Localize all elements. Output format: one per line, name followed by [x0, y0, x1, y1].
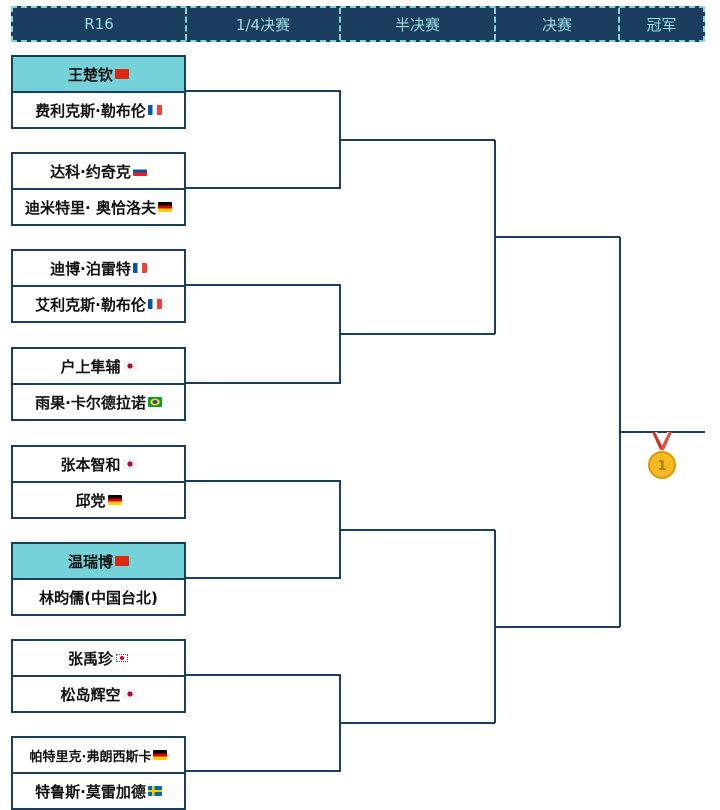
flag-jp-icon [122, 459, 137, 469]
match-4: 户上隼辅雨果·卡尔德拉诺 [11, 347, 186, 421]
header-semifinal: 半决赛 [341, 8, 496, 40]
player-row[interactable]: 松岛辉空 [13, 675, 184, 711]
flag-de-icon [107, 495, 122, 505]
player-name: 特鲁斯·莫雷加德 [35, 782, 146, 801]
flag-fr-icon [147, 299, 162, 309]
gold-medal-icon: 1 [646, 431, 678, 484]
flag-fr-icon [147, 105, 162, 115]
match-5: 张本智和邱党 [11, 445, 186, 519]
player-row[interactable]: 特鲁斯·莫雷加德 [13, 772, 184, 808]
player-name: 迪博·泊雷特 [50, 259, 131, 278]
flag-fr-icon [132, 263, 147, 273]
player-row[interactable]: 迪博·泊雷特 [13, 251, 184, 285]
round-header: R16 1/4决赛 半决赛 决赛 冠军 [11, 6, 705, 42]
player-row[interactable]: 王楚钦 [13, 57, 184, 91]
flag-de-icon [153, 750, 168, 760]
player-name: 达科·约奇克 [50, 162, 131, 181]
player-name: 费利克斯·勒布伦 [35, 101, 146, 120]
player-row[interactable]: 达科·约奇克 [13, 154, 184, 188]
player-row[interactable]: 户上隼辅 [13, 349, 184, 383]
player-name: 张本智和 [60, 455, 121, 474]
player-row[interactable]: 艾利克斯·勒布伦 [13, 285, 184, 321]
header-r16: R16 [13, 8, 187, 40]
flag-si-icon [132, 166, 147, 176]
player-row[interactable]: 温瑞博 [13, 544, 184, 578]
match-6: 温瑞博林昀儒(中国台北) [11, 542, 186, 616]
player-name: 温瑞博 [67, 552, 113, 571]
svg-text:1: 1 [657, 459, 666, 474]
flag-jp-icon [122, 689, 137, 699]
player-row[interactable]: 张本智和 [13, 447, 184, 481]
match-7: 张禹珍松岛辉空 [11, 639, 186, 713]
player-name: 林昀儒(中国台北) [39, 588, 158, 607]
player-name: 迪米特里· 奥恰洛夫 [25, 198, 156, 217]
player-name: 王楚钦 [67, 65, 113, 84]
flag-de-icon [157, 202, 172, 212]
player-row[interactable]: 张禹珍 [13, 641, 184, 675]
player-name: 雨果·卡尔德拉诺 [35, 393, 146, 412]
player-row[interactable]: 费利克斯·勒布伦 [13, 91, 184, 127]
player-name: 邱党 [75, 491, 106, 510]
flag-se-icon [147, 786, 162, 796]
flag-br-icon [147, 397, 162, 407]
flag-kr-icon [115, 653, 129, 663]
match-3: 迪博·泊雷特艾利克斯·勒布伦 [11, 249, 186, 323]
match-1: 王楚钦费利克斯·勒布伦 [11, 55, 186, 129]
header-champion: 冠军 [646, 15, 677, 34]
player-row[interactable]: 林昀儒(中国台北) [13, 578, 184, 614]
flag-cn-icon [115, 556, 129, 566]
header-quarterfinal: 1/4决赛 [187, 8, 341, 40]
header-final: 决赛 [496, 8, 620, 40]
player-row[interactable]: 帕特里克·弗朗西斯卡 [13, 738, 184, 772]
player-name: 户上隼辅 [60, 357, 121, 376]
player-name: 张禹珍 [67, 649, 113, 668]
player-row[interactable]: 迪米特里· 奥恰洛夫 [13, 188, 184, 224]
player-row[interactable]: 雨果·卡尔德拉诺 [13, 383, 184, 419]
match-2: 达科·约奇克迪米特里· 奥恰洛夫 [11, 152, 186, 226]
player-name: 松岛辉空 [60, 685, 121, 704]
player-row[interactable]: 邱党 [13, 481, 184, 517]
flag-cn-icon [115, 69, 129, 79]
player-name: 艾利克斯·勒布伦 [35, 295, 146, 314]
flag-jp-icon [122, 361, 137, 371]
player-name: 帕特里克·弗朗西斯卡 [29, 749, 152, 765]
